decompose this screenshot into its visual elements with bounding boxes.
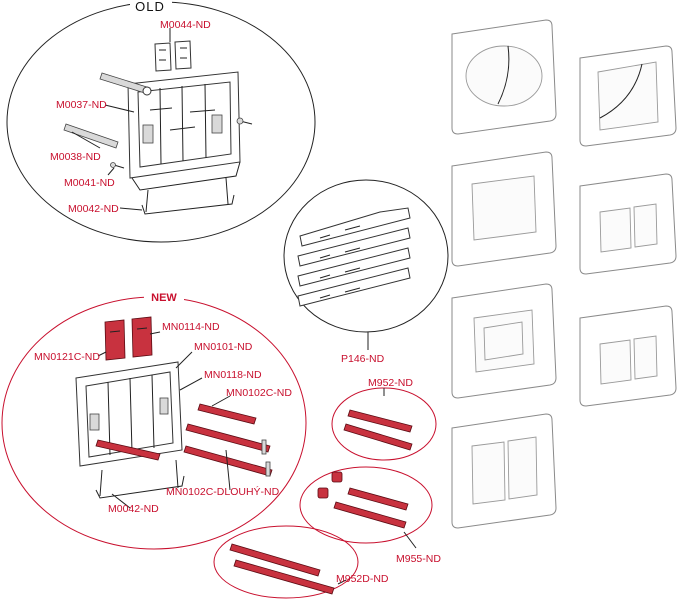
new-group: NEW <box>1 290 307 550</box>
label-mn0102c: MN0102C-ND <box>226 387 292 399</box>
plate-square-single <box>451 151 557 267</box>
label-mn0118: MN0118-ND <box>204 369 262 381</box>
new-wire-bracket <box>95 459 185 499</box>
p146-strips <box>297 207 411 307</box>
label-m0038: M0038-ND <box>50 151 101 163</box>
plate-rect-single <box>451 283 557 399</box>
new-red-rods <box>95 403 273 477</box>
label-m0044: M0044-ND <box>160 19 211 31</box>
label-m952: M952-ND <box>368 377 413 389</box>
label-mn0102c-long: MN0102C-DLOUHÝ-ND <box>166 485 280 498</box>
new-header: NEW <box>151 292 177 304</box>
plate-square-dual <box>451 413 557 529</box>
label-mn0121c: MN0121C-ND <box>34 351 100 363</box>
old-top-clips <box>154 40 192 72</box>
flush-plates <box>451 19 677 529</box>
old-group: OLD <box>6 0 316 243</box>
old-header: OLD <box>135 0 165 14</box>
label-m955: M955-ND <box>396 553 441 565</box>
label-m0042-old: M0042-ND <box>68 203 119 215</box>
label-m0041: M0041-ND <box>64 177 115 189</box>
plate-rect-dual <box>579 173 677 275</box>
old-rod-bottom <box>63 123 119 149</box>
label-m0042-new: M0042-ND <box>108 503 159 515</box>
m955-group: M955-ND <box>299 466 441 565</box>
plate-round-dual <box>451 19 557 135</box>
label-mn0101: MN0101-ND <box>194 341 253 353</box>
m952d-group: M952D-ND <box>213 525 389 599</box>
old-wire-bracket <box>141 177 235 215</box>
m952-group: M952-ND <box>331 377 437 461</box>
new-red-clips <box>104 316 153 361</box>
plate-wave-dual <box>579 45 677 147</box>
label-m952d: M952D-ND <box>336 573 389 585</box>
old-rod-top <box>99 72 152 96</box>
plate-slim-dual <box>579 305 677 407</box>
new-mounting-frame <box>75 361 183 467</box>
label-p146: P146-ND <box>341 353 385 365</box>
label-mn0114: MN0114-ND <box>162 321 220 333</box>
p146-group: P146-ND <box>283 179 449 365</box>
label-m0037: M0037-ND <box>56 99 107 111</box>
old-mounting-frame <box>127 71 241 191</box>
